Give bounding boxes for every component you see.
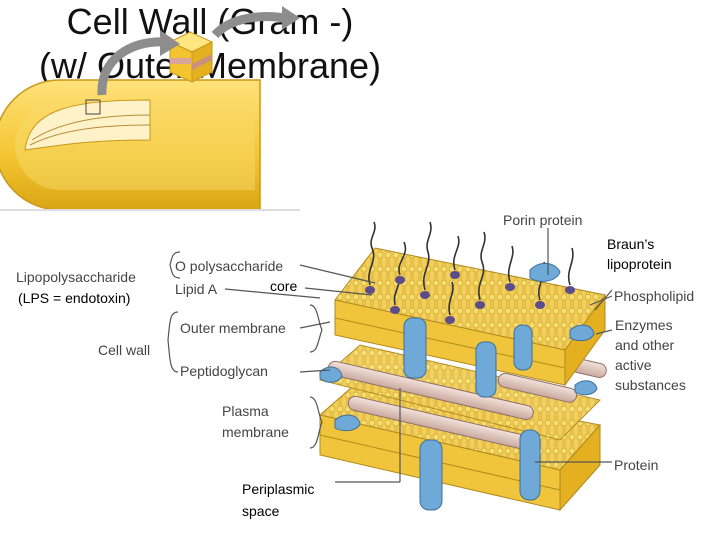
zoom-arrow-icon-2 [211, 6, 300, 39]
label-phospholipid: Phospholipid [614, 288, 695, 304]
title-line-2: (w/ Outer Membrane) [38, 45, 382, 86]
label-lipid-a: Lipid A [175, 281, 218, 297]
leader-lines [167, 228, 613, 483]
label-enzymes-2: and other [615, 337, 675, 353]
label-lipopolysaccharide: Lipopolysaccharide [16, 269, 136, 285]
label-plasma-membrane-1: Plasma [222, 403, 269, 419]
zoom-arrow-icon [97, 30, 180, 96]
label-outer-membrane: Outer membrane [180, 320, 286, 336]
bacterium-cell [0, 79, 300, 211]
label-brauns-lipoprotein-2: lipoprotein [607, 256, 672, 272]
label-enzymes-1: Enzymes [615, 317, 673, 333]
porin-proteins [319, 263, 598, 511]
label-porin-protein: Porin protein [503, 212, 583, 228]
lps-heads [365, 271, 575, 324]
label-core: core [270, 278, 298, 294]
label-enzymes-3: active [615, 357, 652, 373]
label-lps-endotoxin: (LPS = endotoxin) [18, 290, 131, 306]
cell-wall-cube-icon [168, 31, 214, 83]
label-brauns-lipoprotein-1: Braun’s [607, 236, 655, 252]
slide-title: Cell Wall (Gram -) (w/ Outer Membrane) [0, 0, 420, 88]
label-plasma-membrane-2: membrane [222, 424, 289, 440]
label-periplasmic-2: space [242, 503, 280, 519]
label-peptidoglycan: Peptidoglycan [180, 363, 268, 379]
label-enzymes-4: substances [615, 377, 686, 393]
label-cell-wall: Cell wall [98, 342, 151, 358]
label-o-polysaccharide: O polysaccharide [175, 258, 284, 274]
title-line-1: Cell Wall (Gram -) [66, 1, 354, 42]
label-protein: Protein [614, 457, 659, 473]
label-periplasmic-1: Periplasmic [242, 481, 315, 497]
